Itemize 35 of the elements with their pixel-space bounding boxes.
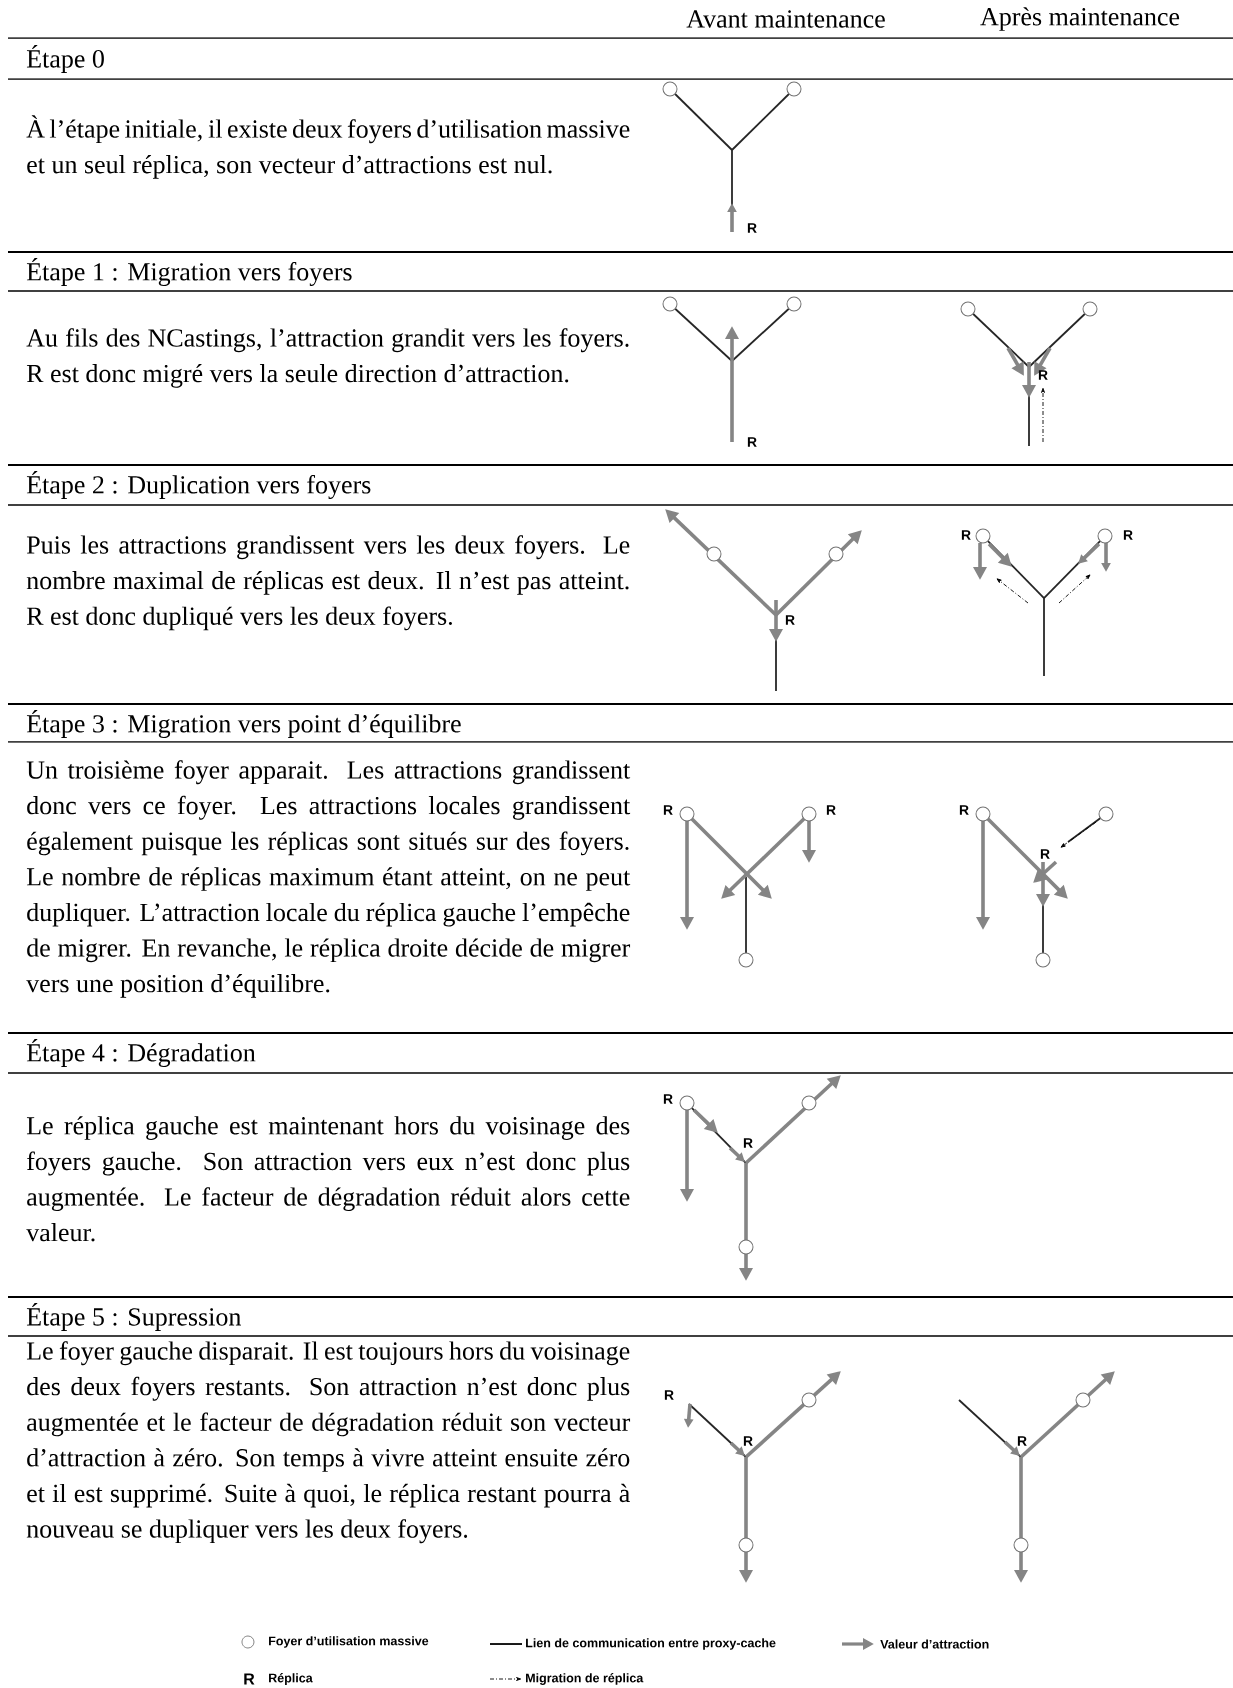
description-text: Un troisième foyer apparait. Les attractions grandissent donc vers ce foyer. Les attractions locales grandissent également puisque les réplicas sont situés sur des foyers. Le nombre de réplicas maximum étant atteint, on ne peut dupliquer. L’attraction locale du réplica gauche l’empêche de migrer. En revanche, le réplica droite décide de migrer vers une position d’équilibre. (26, 760, 631, 998)
column-header: Après maintenance (980, 7, 1180, 31)
replica-label: R (785, 615, 795, 625)
legend-text: Lien de communication entre proxy-cache (526, 1638, 776, 1650)
legend-text: Migration de réplica (526, 1673, 644, 1685)
replica-label: R (663, 1094, 673, 1104)
step-heading: Étape 4 : Dégradation (26, 1039, 256, 1067)
description-text: Puis les attractions grandissent vers les deux foyers. Le nombre maximal de réplicas est deux. Il n’est pas atteint. R est donc dupliqué vers les deux foyers. (26, 535, 630, 631)
description-text: À l’étape initiale, il existe deux foyers d’utilisation massive et un seul réplica, son vecteur d’attractions est nul. (26, 115, 630, 179)
replica-label: R (743, 1436, 753, 1446)
replica-label: R (959, 805, 969, 815)
replica-label: R (961, 530, 971, 540)
description-text: Le foyer gauche disparait. Il est toujours hors du voisinage des deux foyers restants. Son attraction n’est donc plus augmentée et le facteur de dégradation réduit son vecteur d’attraction à zéro. Son temps à vivre atteint ensuite zéro et il est supprimé. Suite à quoi, le réplica restant pourra à nouveau se dupliquer vers les deux foyers. (26, 1341, 631, 1544)
replica-label: R (743, 1138, 753, 1148)
step-heading: Étape 0 (26, 45, 104, 73)
description-text: Le réplica gauche est maintenant hors du voisinage des foyers gauche. Son attraction vers eux n’est donc plus augmentée. Le facteur de dégradation réduit alors cette valeur. (26, 1116, 630, 1242)
step-heading: Étape 2 : Duplication vers foyers (26, 471, 371, 499)
replica-label: R (826, 805, 836, 815)
legend-text: Valeur d’attraction (880, 1639, 989, 1649)
step-heading: Étape 3 : Migration vers point d’équilibre (26, 710, 461, 738)
replica-label: R (1038, 370, 1048, 380)
replica-label: R (664, 1390, 674, 1400)
replica-label: R (747, 437, 757, 447)
step-heading: Étape 1 : Migration vers foyers (26, 258, 352, 286)
legend-text: Réplica (269, 1673, 313, 1685)
replica-label: R (1123, 530, 1133, 540)
legend-text: Foyer d’utilisation massive (269, 1636, 429, 1648)
column-header: Avant maintenance (686, 10, 885, 28)
replica-label: R (663, 805, 673, 815)
replica-label: R (747, 223, 757, 233)
replica-symbol: R (244, 1673, 255, 1685)
replica-label: R (1017, 1436, 1027, 1446)
description-text: Au fils des NCastings, l’attraction grandit vers les foyers. R est donc migré vers la seule direction d’attraction. (26, 328, 629, 388)
replica-label: R (1040, 849, 1050, 859)
step-heading: Étape 5 : Supression (26, 1303, 241, 1331)
